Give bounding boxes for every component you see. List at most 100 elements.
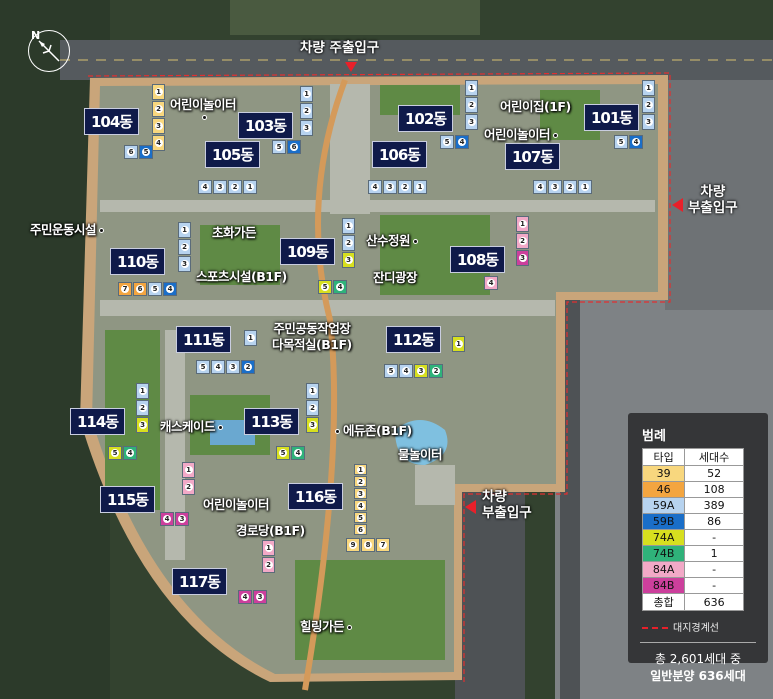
apartment-unit-74A: 5 [318, 280, 332, 294]
unit-number: 2 [244, 363, 252, 371]
unit-number: 5 [142, 148, 150, 156]
apartment-unit-59A: 2 [300, 103, 313, 119]
facility-water-garden[interactable]: 산수정원 [366, 230, 421, 249]
apartment-unit-59A: 3 [465, 114, 478, 130]
building-label-104[interactable]: 104동 [84, 108, 140, 135]
building-label-107[interactable]: 107동 [505, 143, 561, 170]
unit-number: 3 [302, 124, 311, 132]
apartment-unit-59A: 3 [548, 180, 562, 194]
building-label-113[interactable]: 113동 [244, 408, 300, 435]
apartment-unit-59A: 3 [642, 114, 655, 130]
legend-type-swatch: 74A [641, 529, 686, 546]
building-label-105[interactable]: 105동 [205, 141, 261, 168]
apartment-unit-59A: 1 [413, 180, 427, 194]
unit-number: 2 [138, 404, 147, 412]
building-label-111[interactable]: 111동 [176, 326, 232, 353]
compass-north-label: N [31, 29, 41, 42]
unit-number: 5 [111, 449, 119, 457]
unit-number: 5 [321, 283, 329, 291]
apartment-unit-59A: 4 [399, 364, 413, 378]
building-label-108[interactable]: 108동 [450, 246, 506, 273]
facility-eduzone[interactable]: 에듀존(B1F) [332, 420, 412, 439]
unit-number: 2 [432, 367, 440, 375]
facility-playground-south[interactable]: 어린이놀이터 [203, 494, 270, 513]
unit-number: 2 [467, 101, 476, 109]
unit-number: 1 [138, 387, 147, 395]
facility-daycare[interactable]: 어린이집(1F) [500, 96, 571, 115]
building-label-106[interactable]: 106동 [372, 141, 428, 168]
building-label-116[interactable]: 116동 [288, 483, 344, 510]
unit-number: 3 [344, 256, 353, 264]
legend-count: 52 [684, 465, 744, 482]
building-label-110[interactable]: 110동 [110, 248, 166, 275]
apartment-unit-59A: 3 [178, 256, 191, 272]
unit-number: 4 [336, 283, 344, 291]
building-label-114[interactable]: 114동 [70, 408, 126, 435]
unit-number: 3 [229, 363, 237, 371]
facility-fitness[interactable]: 주민운동시설 [30, 219, 107, 238]
legend-type-swatch: 84B [641, 577, 686, 594]
unit-number: 2 [154, 105, 163, 113]
legend-type-swatch: 39 [641, 465, 686, 482]
entrance-arrow-icon [672, 198, 683, 212]
unit-number: 4 [536, 183, 544, 191]
unit-number: 3 [180, 260, 189, 268]
unit-number: 1 [416, 183, 424, 191]
building-label-102[interactable]: 102동 [398, 105, 454, 132]
apartment-unit-84A: 2 [262, 557, 275, 573]
building-label-115[interactable]: 115동 [100, 486, 156, 513]
apartment-unit-84A: 4 [484, 276, 498, 290]
unit-number: 2 [401, 183, 409, 191]
unit-number: 1 [302, 90, 311, 98]
unit-number: 2 [344, 239, 353, 247]
facility-senior-center[interactable]: 경로당(B1F) [236, 520, 305, 539]
apartment-unit-59A: 1 [178, 222, 191, 238]
marker-dot [218, 425, 224, 430]
unit-number: 4 [214, 363, 222, 371]
legend-boundary: 대지경계선 [642, 619, 762, 634]
apartment-unit-39: 3 [152, 118, 165, 134]
apartment-unit-74B: 4 [123, 446, 137, 460]
facility-water-play[interactable]: 물놀이터 [398, 444, 443, 463]
unit-number: 9 [349, 541, 357, 549]
facility-label: 초화가든 [212, 225, 257, 240]
apartment-unit-59A: 1 [244, 330, 257, 346]
apartment-unit-59A: 1 [642, 80, 655, 96]
building-label-109[interactable]: 109동 [280, 238, 336, 265]
facility-cascade[interactable]: 캐스케이드 [160, 416, 226, 435]
unit-number: 4 [487, 279, 495, 287]
facility-playground-north[interactable]: 어린이놀이터 [170, 94, 237, 120]
building-label-112[interactable]: 112동 [386, 326, 442, 353]
building-label-101[interactable]: 101동 [584, 104, 640, 131]
facility-lawn-plaza[interactable]: 잔디광장 [373, 267, 418, 286]
unit-number: 2 [264, 561, 273, 569]
apartment-unit-84B: 4 [160, 512, 174, 526]
unit-number: 1 [246, 183, 254, 191]
apartment-unit-74A: 3 [414, 364, 428, 378]
apartment-unit-84A: 2 [182, 479, 195, 495]
unit-number: 3 [154, 122, 163, 130]
apartment-unit-59A: 5 [196, 360, 210, 374]
entrance-line: 부출입구 [482, 505, 532, 522]
facility-flower-garden[interactable]: 초화가든 [212, 222, 257, 241]
apartment-unit-59A: 5 [148, 282, 162, 296]
apartment-unit-84A: 1 [516, 216, 529, 232]
unit-number: 1 [180, 226, 189, 234]
facility-healing-garden[interactable]: 힐링가든 [300, 616, 355, 635]
unit-number: 1 [184, 466, 193, 474]
apartment-unit-84B: 3 [175, 512, 189, 526]
unit-number: 4 [163, 515, 171, 523]
apartment-unit-59B: 4 [629, 135, 643, 149]
facility-sports[interactable]: 스포츠시설(B1F) [196, 266, 287, 285]
building-label-117[interactable]: 117동 [172, 568, 228, 595]
apartment-unit-59A: 3 [383, 180, 397, 194]
unit-number: 5 [617, 138, 625, 146]
facility-playground-east[interactable]: 어린이놀이터 [484, 124, 561, 143]
building-label-103[interactable]: 103동 [238, 112, 294, 139]
summary-total: 총 2,601세대 중 [654, 652, 742, 666]
